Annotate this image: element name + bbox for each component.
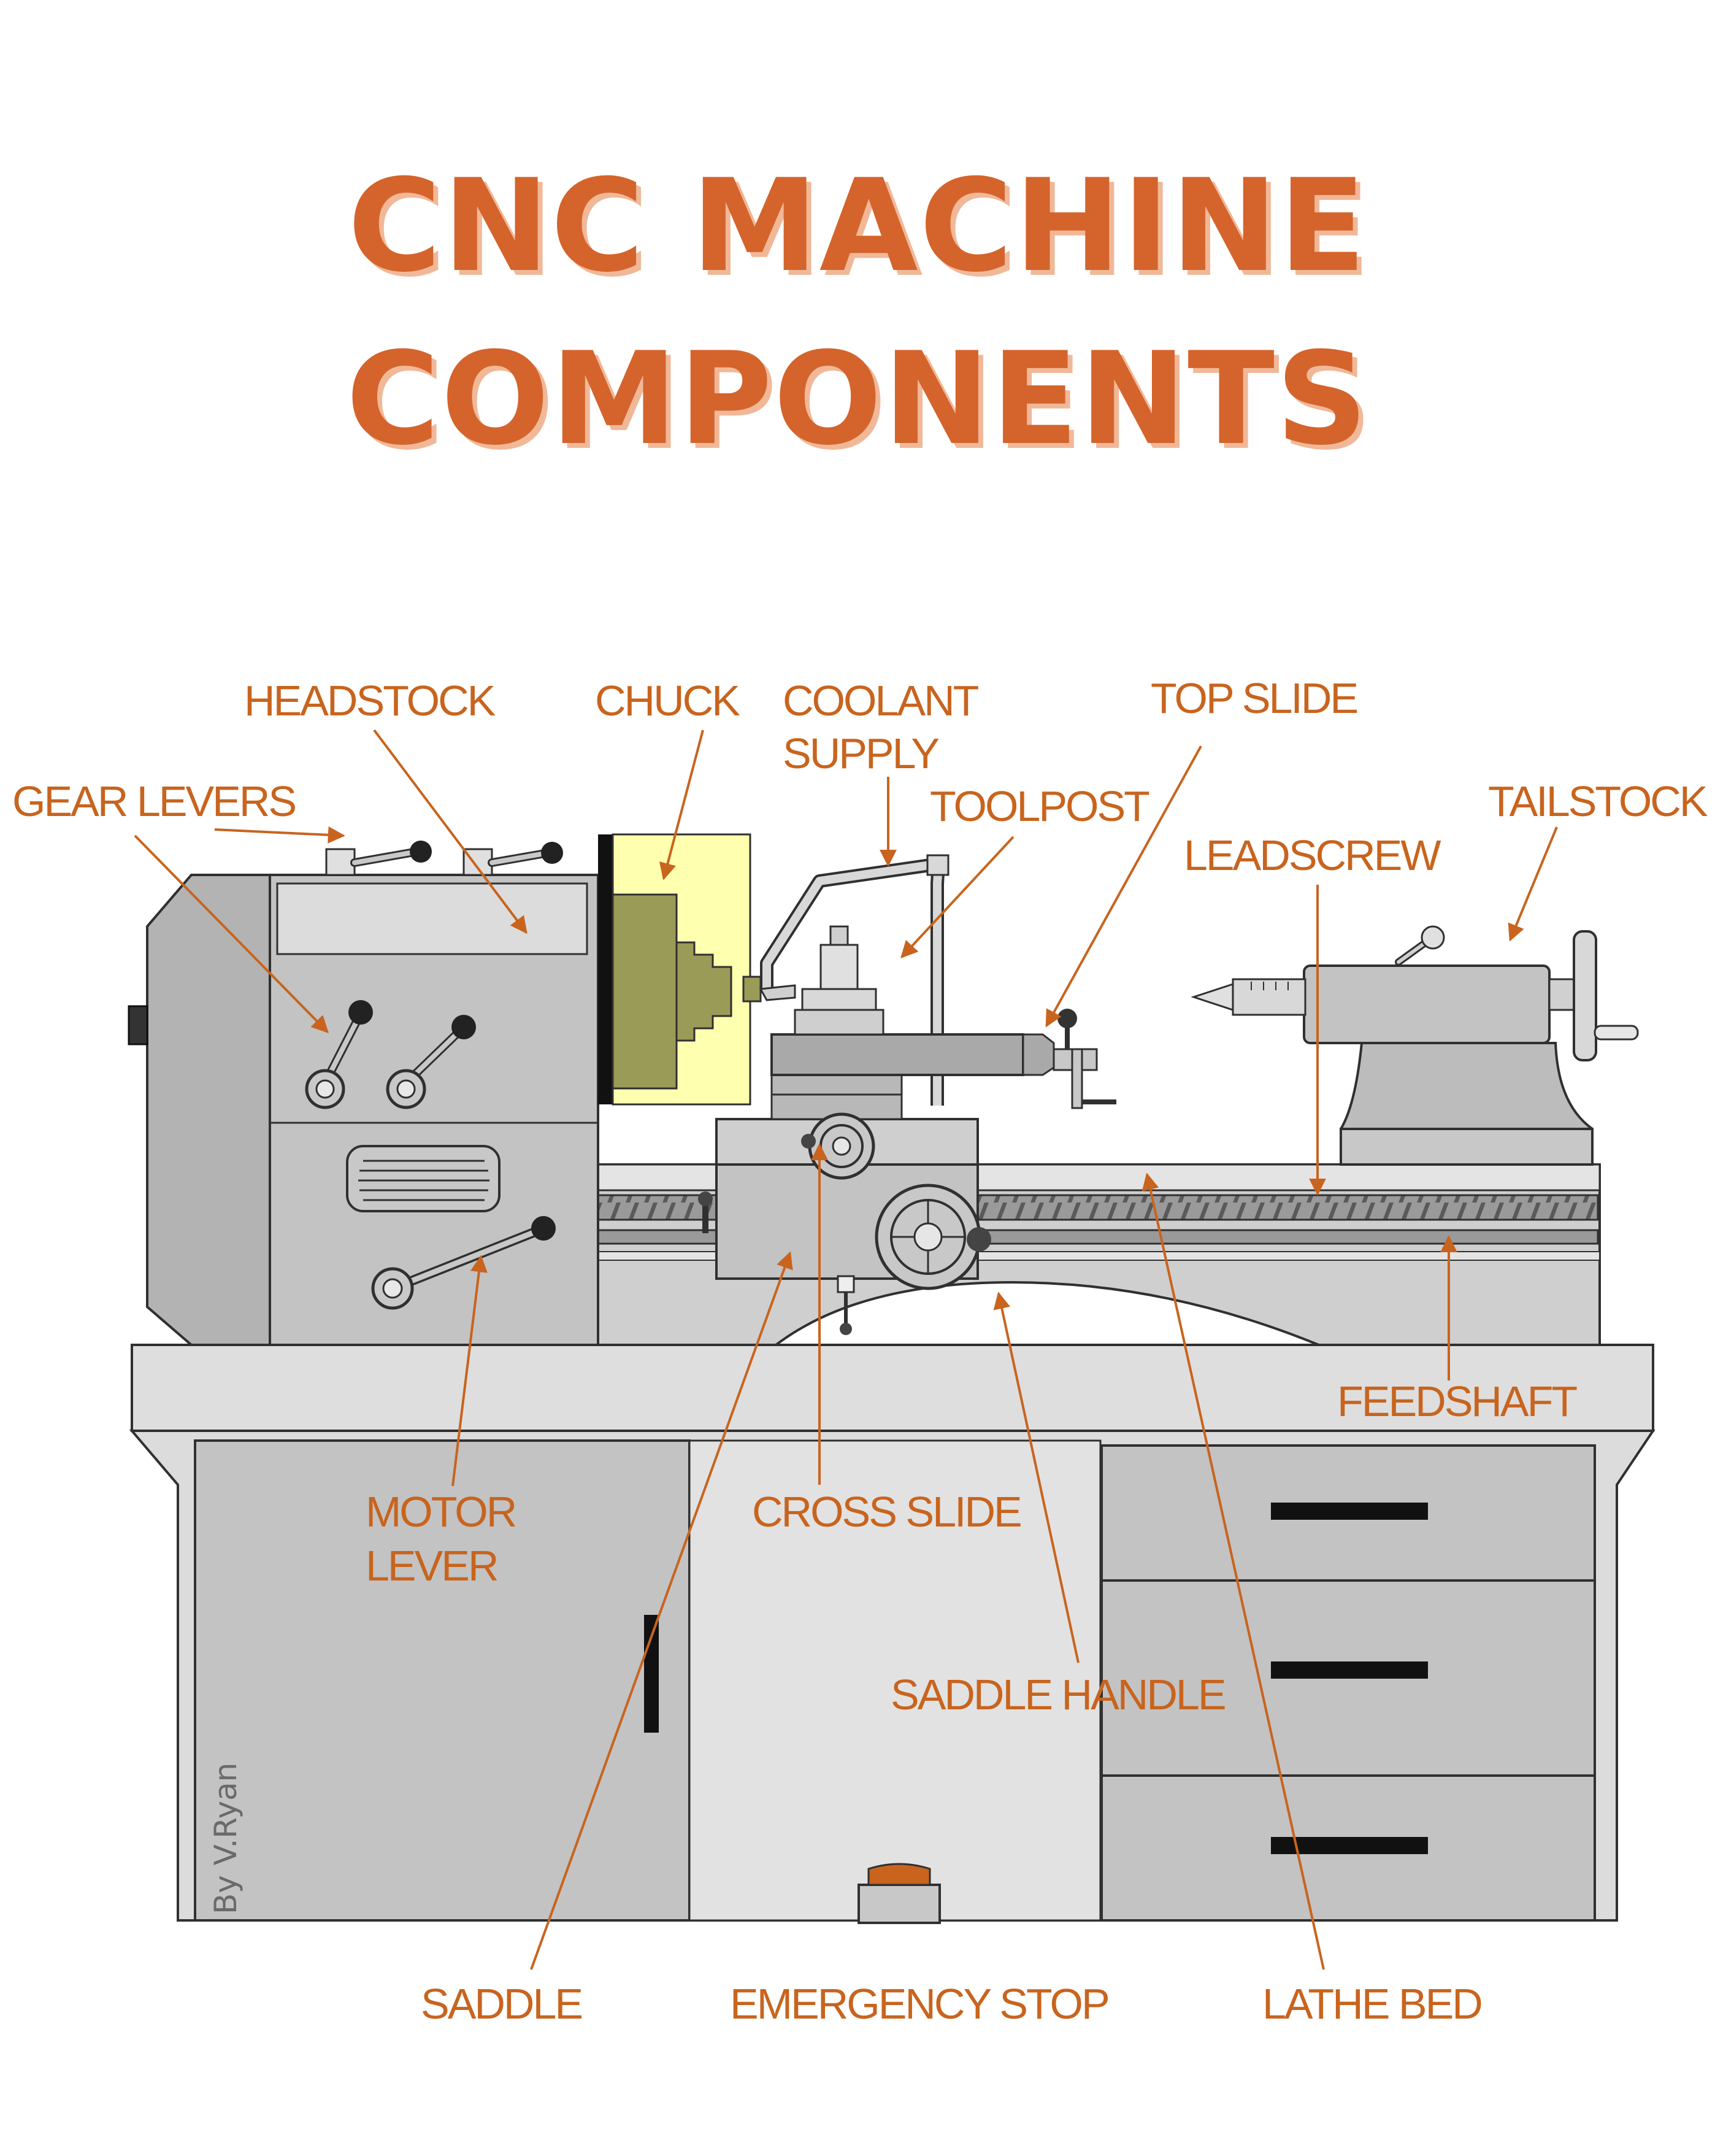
credit-text: By V.Ryan (208, 1763, 244, 1914)
feed-lever (837, 1275, 855, 1335)
label-headstock: HEADSTOCK (244, 677, 496, 725)
leader-top-slide (1045, 745, 1202, 1028)
leader-tailstock (1508, 826, 1558, 942)
lathe-machine: By V.Ryan (128, 833, 1656, 1924)
title-line-1: CNC MACHINE (348, 152, 1367, 301)
page-title: CNC MACHINE CNC MACHINE COMPONENTS COMPO… (346, 152, 1374, 479)
label-motor-line2: LEVER (366, 1542, 497, 1590)
title-line-2: COMPONENTS (346, 325, 1369, 474)
worktop (131, 1344, 1654, 1432)
door-handle (644, 1615, 659, 1733)
emergency-stop-button (858, 1863, 941, 1924)
cabinet-door (194, 1439, 691, 1922)
vent-grille (346, 1145, 501, 1212)
top-gear-levers (325, 841, 563, 876)
leader-toolpost (900, 836, 1015, 959)
label-emergency-stop: EMERGENCY STOP (730, 1980, 1108, 2028)
cross-slide (770, 1033, 1055, 1096)
tailstock (1191, 925, 1639, 1166)
leader-headstock (373, 729, 528, 934)
drawer-handle-2 (1271, 1661, 1428, 1679)
label-coolant-line1: COOLANT (783, 677, 979, 725)
leader-lines (134, 729, 1558, 1970)
cabinet (129, 1430, 1656, 1924)
leader-motor-lever (451, 1255, 488, 1487)
leader-gear-levers-top (214, 826, 345, 844)
label-motor-line1: MOTOR (366, 1488, 516, 1536)
label-saddle: SADDLE (421, 1980, 581, 2028)
label-toolpost: TOOLPOST (930, 782, 1149, 830)
labels: HEADSTOCK CHUCK COOLANT SUPPLY TOP SLIDE… (12, 674, 1709, 2028)
top-slide (1053, 1009, 1116, 1109)
label-gear-levers: GEAR LEVERS (12, 777, 295, 825)
saddle-handwheel (875, 1184, 991, 1290)
label-feedshaft: FEEDSHAFT (1337, 1377, 1577, 1425)
tailstock-clamp-lever (1395, 925, 1445, 966)
front-gear-levers (305, 1000, 476, 1109)
leader-lathe-bed (1141, 1172, 1325, 1970)
label-saddle-handle: SADDLE HANDLE (891, 1671, 1225, 1719)
leader-gear-levers-front (134, 834, 329, 1033)
leader-saddle (530, 1251, 793, 1970)
toolpost (759, 925, 884, 1036)
label-tailstock: TAILSTOCK (1488, 777, 1708, 825)
label-leadscrew: LEADSCREW (1184, 831, 1441, 879)
tailstock-handwheel (1573, 930, 1639, 1061)
drawer-handle-1 (1271, 1503, 1428, 1520)
chuck (598, 833, 762, 1106)
saddle-small-lever (698, 1192, 713, 1233)
cross-slide-handwheel (801, 1112, 875, 1180)
leader-chuck (659, 730, 704, 880)
label-coolant-line2: SUPPLY (783, 730, 939, 777)
leader-saddle-handle (993, 1292, 1080, 1663)
label-chuck: CHUCK (595, 677, 740, 725)
saddle (698, 1093, 991, 1335)
label-top-slide: TOP SLIDE (1151, 674, 1357, 722)
label-cross-slide: CROSS SLIDE (752, 1488, 1021, 1536)
label-lathe-bed: LATHE BED (1262, 1980, 1481, 2028)
svg-text:CNC MACHINE: CNC MACHINE (353, 157, 1372, 306)
motor-lever (371, 1216, 556, 1310)
headstock (128, 841, 599, 1346)
svg-text:COMPONENTS: COMPONENTS (351, 330, 1374, 479)
